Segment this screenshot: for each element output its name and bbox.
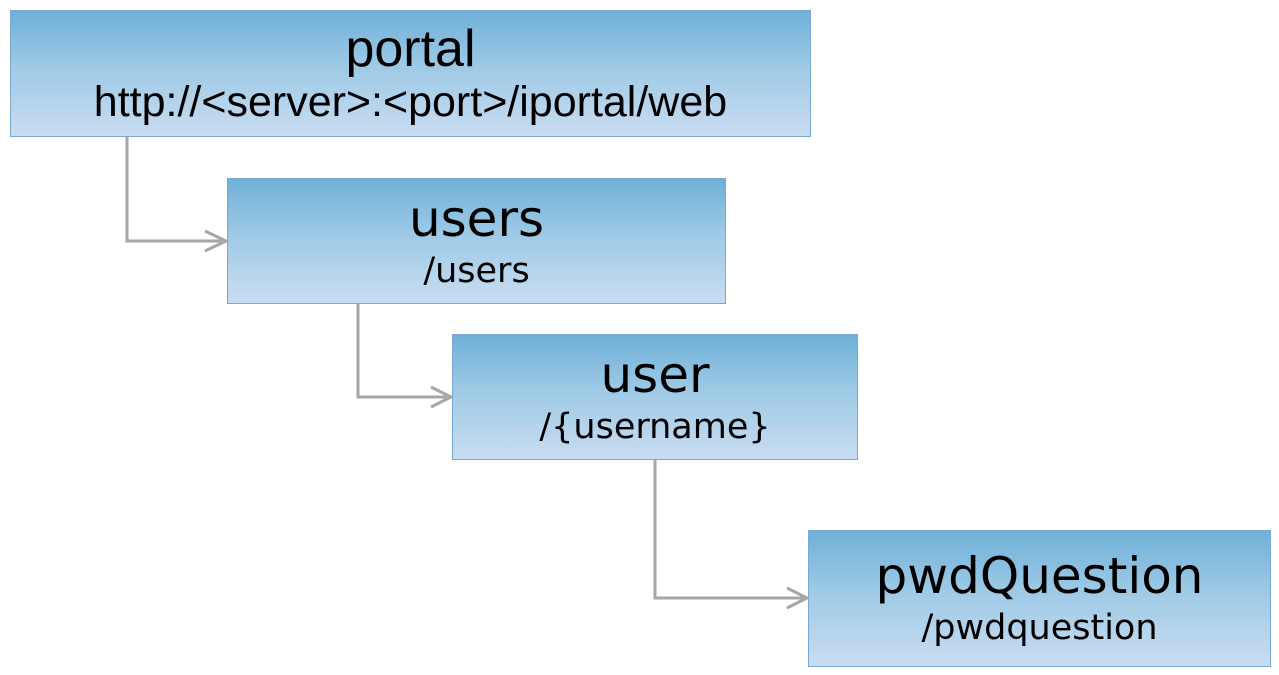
connector-user-pwdquestion xyxy=(653,460,803,600)
node-user: user /{username} xyxy=(452,334,858,460)
node-portal-path: http://<server>:<port>/iportal/web xyxy=(93,78,728,126)
node-portal: portal http://<server>:<port>/iportal/we… xyxy=(10,10,811,137)
node-portal-title: portal xyxy=(345,20,476,78)
node-pwdquestion: pwdQuestion /pwdquestion xyxy=(808,530,1271,667)
connector-portal-users xyxy=(125,137,222,243)
node-pwdquestion-title: pwdQuestion xyxy=(875,547,1204,605)
node-users: users /users xyxy=(227,178,726,304)
arrow-user-pwdquestion xyxy=(786,586,811,610)
connector-users-user xyxy=(356,304,447,399)
node-users-title: users xyxy=(408,189,545,248)
arrow-portal-users xyxy=(204,229,230,253)
node-pwdquestion-path: /pwdquestion xyxy=(921,608,1158,648)
node-users-path: /users xyxy=(423,250,530,291)
arrow-users-user xyxy=(430,385,455,409)
node-user-path: /{username} xyxy=(539,406,771,447)
node-user-title: user xyxy=(600,345,710,404)
